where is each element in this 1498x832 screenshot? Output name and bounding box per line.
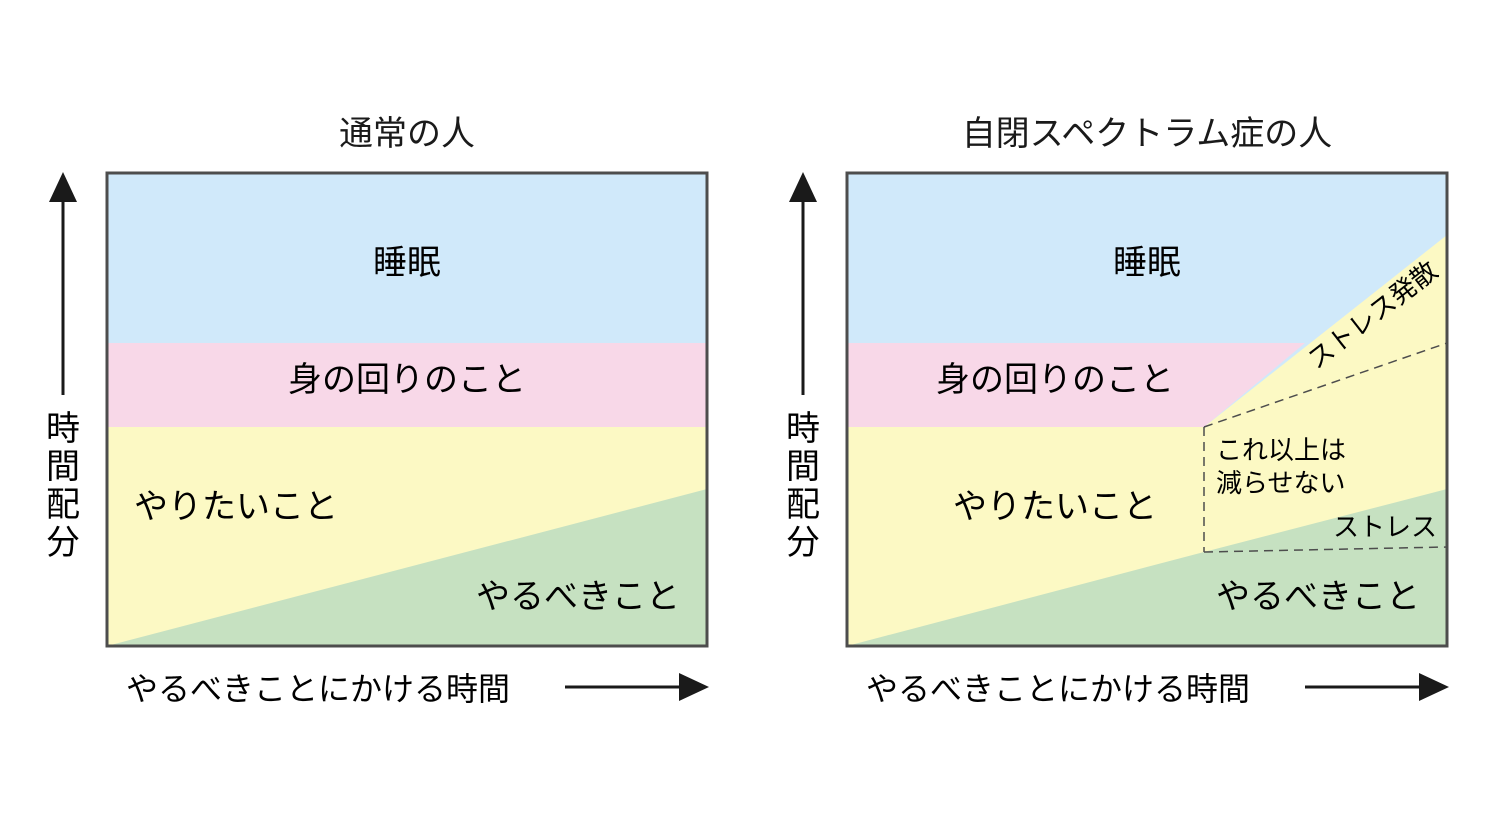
right-self-care-label: 身の回りのこと bbox=[936, 360, 1174, 400]
right-dashed-lower bbox=[1203, 546, 1448, 553]
right-y-label-char: 間 bbox=[786, 447, 820, 487]
right-sleep-label: 睡眠 bbox=[1113, 243, 1181, 283]
left-y-label-char: 時 bbox=[46, 409, 80, 449]
right-dashed-upper bbox=[1203, 342, 1448, 428]
right-irreducible-label-line2: 減らせない bbox=[1216, 469, 1345, 499]
left-y-label-char: 配 bbox=[46, 485, 80, 525]
left-y-label-char: 間 bbox=[46, 447, 80, 487]
right-stress-label: ストレス bbox=[1333, 513, 1437, 543]
left-y-label-char: 分 bbox=[46, 523, 80, 563]
left-x-axis-label: やるべきことにかける時間 bbox=[126, 670, 510, 708]
right-x-arrow-icon bbox=[1419, 673, 1449, 701]
right-must-region bbox=[847, 489, 1447, 646]
right-self-care-region bbox=[847, 343, 1305, 427]
right-must-label: やるべきこと bbox=[1216, 577, 1420, 617]
left-self-care-label: 身の回りのこと bbox=[288, 360, 526, 400]
left-x-arrow-icon bbox=[679, 673, 709, 701]
right-y-label-char: 時 bbox=[786, 409, 820, 449]
right-x-axis-label: やるべきことにかける時間 bbox=[866, 670, 1250, 708]
left-want-label: やりたいこと bbox=[134, 487, 338, 527]
right-irreducible-label-line1: これ以上は bbox=[1216, 436, 1346, 466]
left-diagram: 通常の人 睡眠 身の回りのこと やりたいこと やるべきこと 時 間 配 分 やる… bbox=[46, 114, 709, 708]
left-sleep-label: 睡眠 bbox=[373, 243, 441, 283]
right-y-label-char: 配 bbox=[786, 485, 820, 525]
left-frame bbox=[105, 171, 709, 648]
left-self-care-region bbox=[107, 343, 707, 427]
right-want-label: やりたいこと bbox=[953, 487, 1157, 527]
right-y-arrow-icon bbox=[789, 172, 817, 202]
left-must-label: やるべきこと bbox=[476, 577, 680, 617]
left-title: 通常の人 bbox=[339, 114, 475, 154]
right-y-label-char: 分 bbox=[786, 523, 820, 563]
left-must-region bbox=[107, 489, 707, 646]
right-diagram: 自閉スペクトラム症の人 睡眠 身の回りのこと やりたいこと やるべきこと ストレ… bbox=[786, 114, 1449, 708]
left-y-arrow-icon bbox=[49, 172, 77, 202]
left-sleep-region bbox=[107, 173, 707, 343]
right-title: 自閉スペクトラム症の人 bbox=[962, 114, 1333, 154]
right-frame bbox=[845, 171, 1449, 648]
